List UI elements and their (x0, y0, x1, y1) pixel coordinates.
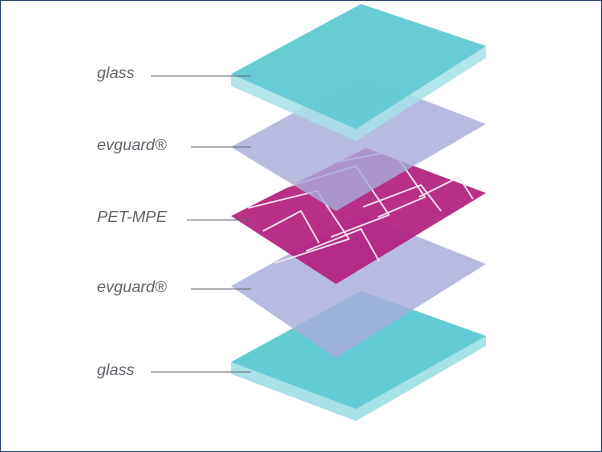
glass-layer-top (231, 4, 486, 141)
layer-label-glass-bottom: glass (97, 362, 135, 379)
leader-lines (151, 75, 251, 373)
layer-label-evguard-top: evguard® (97, 137, 167, 154)
evguard-layer-bottom (231, 214, 486, 358)
layer-label-glass-top: glass (97, 65, 135, 82)
layer-label-evguard-bottom: evguard® (97, 279, 167, 296)
layer-label-pet-mpe: PET-MPE (97, 209, 167, 226)
evguard-layer-top (231, 76, 486, 211)
glass-top-top-face (231, 4, 486, 129)
glass-bottom-top-face (231, 291, 486, 409)
glass-layer-bottom (231, 291, 486, 421)
pet-mpe-face (231, 148, 486, 284)
